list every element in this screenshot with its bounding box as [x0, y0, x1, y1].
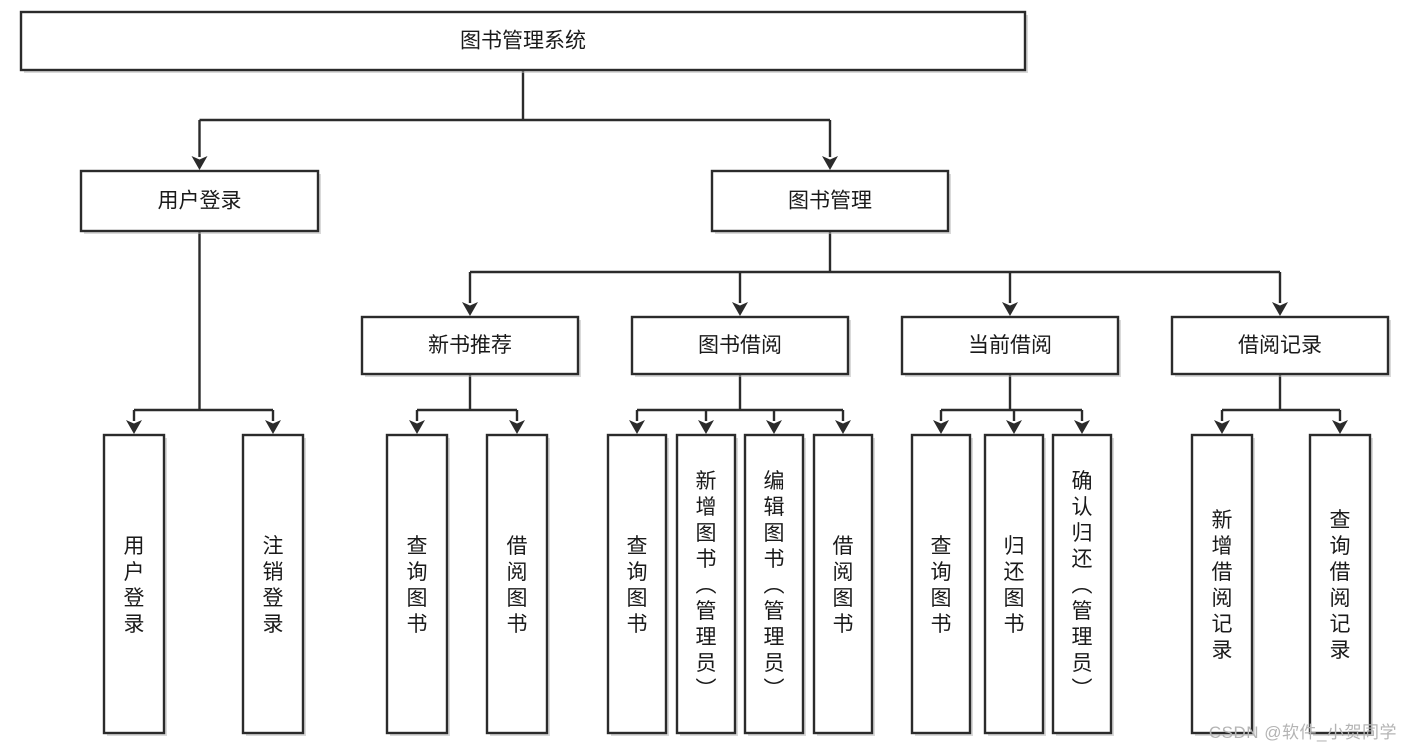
node-label: 编辑图书︵管理员︶	[764, 470, 785, 701]
node-rect[interactable]	[630, 315, 850, 376]
node-leaf-return-book[interactable]: 归还图书	[983, 433, 1046, 736]
node-rect[interactable]	[900, 315, 1120, 376]
node-label: 注销登录	[263, 535, 284, 636]
node-label: 当前借阅	[968, 334, 1052, 357]
connector-recommend-to-leaves	[409, 374, 525, 434]
node-borrow-record[interactable]: 借阅记录	[1170, 315, 1391, 377]
node-rect[interactable]	[606, 433, 668, 735]
node-label: 图书管理系统	[460, 30, 586, 53]
node-label: 归还图书	[1004, 535, 1025, 636]
node-label: 用户登录	[124, 535, 145, 636]
node-rect[interactable]	[19, 10, 1027, 72]
connector-current-to-leaves	[933, 374, 1090, 434]
node-layer: 图书管理系统用户登录图书管理新书推荐图书借阅当前借阅借阅记录用户登录注销登录查询…	[19, 10, 1391, 736]
node-rect[interactable]	[1051, 433, 1113, 735]
node-rect[interactable]	[983, 433, 1045, 735]
node-rect[interactable]	[812, 433, 874, 735]
node-current-borrow[interactable]: 当前借阅	[900, 315, 1121, 377]
node-leaf-user-login[interactable]: 用户登录	[102, 433, 167, 736]
node-root[interactable]: 图书管理系统	[19, 10, 1028, 73]
node-leaf-query-book-current[interactable]: 查询图书	[910, 433, 973, 736]
node-rect[interactable]	[102, 433, 166, 735]
connector-record-to-leaves	[1214, 374, 1348, 434]
node-label: 图书管理	[788, 190, 872, 213]
connector-borrow-to-leaves	[629, 374, 851, 434]
node-rect[interactable]	[910, 433, 972, 735]
node-rect[interactable]	[385, 433, 449, 735]
node-rect[interactable]	[485, 433, 549, 735]
node-rect[interactable]	[1308, 433, 1372, 735]
node-label: 查询图书	[407, 535, 428, 636]
node-leaf-add-borrow-record[interactable]: 新增借阅记录	[1190, 433, 1255, 736]
node-leaf-logout-login[interactable]: 注销登录	[241, 433, 306, 736]
node-leaf-query-book-borrow[interactable]: 查询图书	[606, 433, 669, 736]
node-new-book-recommend[interactable]: 新书推荐	[360, 315, 581, 377]
node-label: 新增借阅记录	[1212, 509, 1233, 662]
node-leaf-add-book-admin[interactable]: 新增图书︵管理员︶	[675, 433, 738, 736]
node-leaf-confirm-return-admin[interactable]: 确认归还︵管理员︶	[1051, 433, 1114, 736]
node-book-management[interactable]: 图书管理	[710, 169, 951, 234]
node-rect[interactable]	[360, 315, 580, 376]
node-label: 查询图书	[627, 535, 648, 636]
node-leaf-edit-book-admin[interactable]: 编辑图书︵管理员︶	[743, 433, 806, 736]
connector-mgmt-to-level3	[462, 231, 1288, 316]
node-leaf-query-book-recommend[interactable]: 查询图书	[385, 433, 450, 736]
node-label: 确认归还︵管理员︶	[1072, 470, 1093, 701]
node-label: 新书推荐	[428, 334, 512, 357]
node-label: 借阅图书	[833, 535, 854, 636]
node-rect[interactable]	[241, 433, 305, 735]
node-rect[interactable]	[675, 433, 737, 735]
node-book-borrow[interactable]: 图书借阅	[630, 315, 851, 377]
node-rect[interactable]	[743, 433, 805, 735]
node-label: 查询借阅记录	[1330, 509, 1351, 662]
node-user-login[interactable]: 用户登录	[79, 169, 321, 234]
node-rect[interactable]	[710, 169, 950, 233]
connector-root-to-level2	[191, 70, 838, 170]
node-rect[interactable]	[1170, 315, 1390, 376]
node-label: 图书借阅	[698, 334, 782, 357]
connector-login-to-leaves	[126, 231, 281, 434]
node-rect[interactable]	[79, 169, 320, 233]
node-leaf-query-borrow-record[interactable]: 查询借阅记录	[1308, 433, 1373, 736]
node-leaf-borrow-book-recommend[interactable]: 借阅图书	[485, 433, 550, 736]
node-label: 借阅记录	[1238, 334, 1322, 357]
node-rect[interactable]	[1190, 433, 1254, 735]
node-label: 新增图书︵管理员︶	[696, 470, 717, 701]
node-label: 用户登录	[158, 190, 242, 213]
node-leaf-borrow-book[interactable]: 借阅图书	[812, 433, 875, 736]
node-label: 查询图书	[931, 535, 952, 636]
connector-layer	[126, 70, 1348, 434]
node-label: 借阅图书	[507, 535, 528, 636]
